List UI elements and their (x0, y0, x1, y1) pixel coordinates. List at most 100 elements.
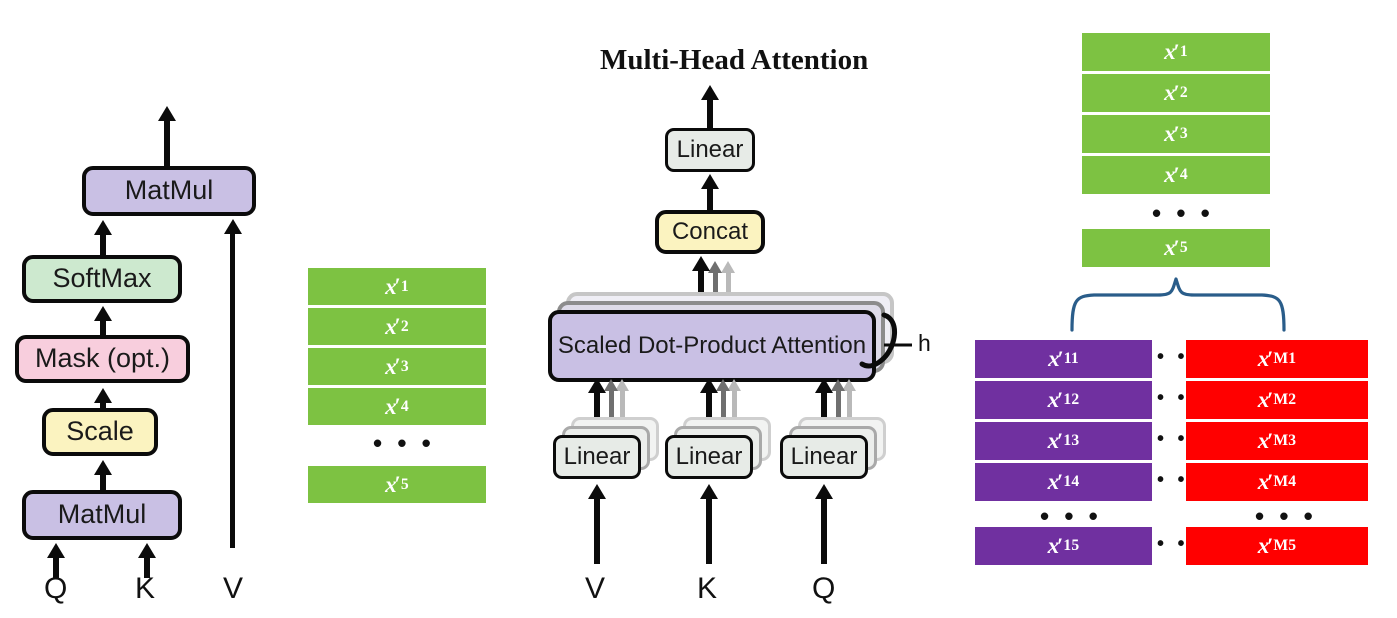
matrix-green-right-row: x′5 (1082, 229, 1270, 267)
input-label-k-center: K (697, 572, 718, 605)
arrow-head-softmax-matmul (94, 220, 112, 235)
box-label: MatMul (57, 499, 147, 530)
cell-sub: 13 (1063, 432, 1080, 449)
input-label-q-center: Q (812, 572, 836, 605)
cell-prime: ′ (1173, 162, 1180, 187)
cell-sub: M5 (1273, 537, 1297, 554)
cell-base: x (1047, 469, 1060, 494)
cell-prime: ′ (1057, 533, 1064, 558)
arrow-shaft-linear-k-ghost2 (732, 390, 737, 432)
box-label: Linear (790, 443, 858, 471)
arrow-head-v-left (224, 219, 242, 234)
arrow-shaft-head2-concat (713, 272, 718, 306)
box-scaled-dot-product-attention: Scaled Dot-Product Attention (548, 310, 876, 382)
box-softmax: SoftMax (22, 255, 182, 303)
cell-sub: 15 (1063, 537, 1080, 554)
box-linear-v: Linear (553, 435, 641, 479)
arrow-head-head3-concat (721, 261, 735, 273)
box-matmul-top: MatMul (82, 166, 256, 216)
cell-base: x (1164, 162, 1176, 187)
cell-prime: ′ (1267, 469, 1274, 494)
cell-prime: ′ (1173, 235, 1180, 260)
arrow-shaft-output-center (707, 97, 713, 129)
cell-prime: ′ (394, 472, 401, 496)
arrow-shaft-q-center (821, 496, 827, 564)
cell-base: x (385, 393, 397, 419)
cell-prime: ′ (1173, 121, 1180, 146)
cell-sub: 5 (400, 475, 409, 493)
arrow-shaft-concat-linear (707, 186, 713, 212)
matrix-green-right-row: x′3 (1082, 115, 1270, 153)
box-matmul-bottom: MatMul (22, 490, 182, 540)
cell-base: x (1164, 121, 1176, 146)
cell-sub: M3 (1273, 432, 1297, 449)
matrix-green-right-row: x′2 (1082, 74, 1270, 112)
arrow-head-v-center (588, 484, 606, 499)
matrix-green-left-row: x′1 (308, 268, 486, 305)
cell-prime: ′ (1057, 469, 1064, 494)
box-linear-q: Linear (780, 435, 868, 479)
cell-prime: ′ (1267, 428, 1274, 453)
cell-sub: 11 (1063, 350, 1079, 367)
arrow-head-linear-k-ghost1 (716, 379, 730, 391)
cell-sub: 1 (1179, 43, 1188, 60)
cell-base: x (1257, 428, 1270, 453)
cell-base: x (1164, 235, 1176, 260)
cell-sub: 2 (400, 317, 409, 335)
cell-prime: ′ (1057, 346, 1064, 371)
arrow-shaft-k-center (706, 496, 712, 564)
box-label: MatMul (124, 175, 214, 206)
box-concat: Concat (655, 210, 765, 254)
cell-sub: 12 (1063, 391, 1080, 408)
cell-base: x (385, 353, 397, 379)
box-linear-k: Linear (665, 435, 753, 479)
arrow-shaft-mask-softmax (100, 318, 106, 348)
cell-prime: ′ (1267, 346, 1274, 371)
cell-prime: ′ (394, 314, 401, 338)
cell-prime: ′ (1267, 387, 1274, 412)
cell-base: x (1048, 346, 1060, 371)
matrix-green-left-row: x′4 (308, 388, 486, 425)
matrix-purple-row: x′14 (975, 463, 1152, 501)
cell-base: x (1164, 80, 1176, 105)
cell-prime: ′ (394, 274, 401, 298)
cell-base: x (385, 471, 397, 497)
matrix-green-right-ellipsis: • • • (1152, 198, 1214, 228)
cell-prime: ′ (1057, 387, 1064, 412)
matrix-green-left-row: x′3 (308, 348, 486, 385)
cell-base: x (1047, 428, 1060, 453)
arrow-head-linear-q-attention (815, 378, 833, 393)
arrow-head-linear-k-ghost2 (727, 379, 741, 391)
arrow-head-mask-softmax (94, 306, 112, 321)
matrix-red-row: x′M4 (1186, 463, 1368, 501)
input-label-k-left: K (135, 572, 156, 605)
box-linear-output: Linear (665, 128, 755, 172)
arrow-head-linear-k-attention (700, 378, 718, 393)
arrow-head-head2-concat (708, 261, 722, 273)
cell-sub: M2 (1273, 391, 1297, 408)
arrow-head-q-center (815, 484, 833, 499)
cell-sub: 3 (1179, 125, 1188, 142)
box-mask-opt: Mask (opt.) (15, 335, 190, 383)
heads-count-label: h (918, 330, 931, 356)
matrix-green-left-row: x′2 (308, 308, 486, 345)
cell-prime: ′ (394, 354, 401, 378)
matrix-green-right-row: x′1 (1082, 33, 1270, 71)
cell-base: x (1164, 39, 1176, 64)
cell-sub: 3 (400, 357, 409, 375)
cell-base: x (1257, 387, 1270, 412)
cell-base: x (385, 273, 397, 299)
arrow-head-matmulb-scale (94, 460, 112, 475)
cell-base: x (1257, 533, 1270, 558)
matrix-red-ellipsis: • • • (1255, 501, 1317, 531)
cell-prime: ′ (1173, 80, 1180, 105)
matrix-purple-row: x′12 (975, 381, 1152, 419)
cell-sub: M4 (1273, 473, 1297, 490)
input-label-v-left: V (223, 572, 244, 605)
arrow-head-linear-q-ghost1 (831, 379, 845, 391)
cell-sub: 14 (1063, 473, 1080, 490)
cell-prime: ′ (1173, 39, 1180, 64)
arrow-head-head1-concat (692, 256, 710, 271)
matrix-green-left-ellipsis: • • • (373, 428, 435, 458)
arrow-head-output-left (158, 106, 176, 121)
